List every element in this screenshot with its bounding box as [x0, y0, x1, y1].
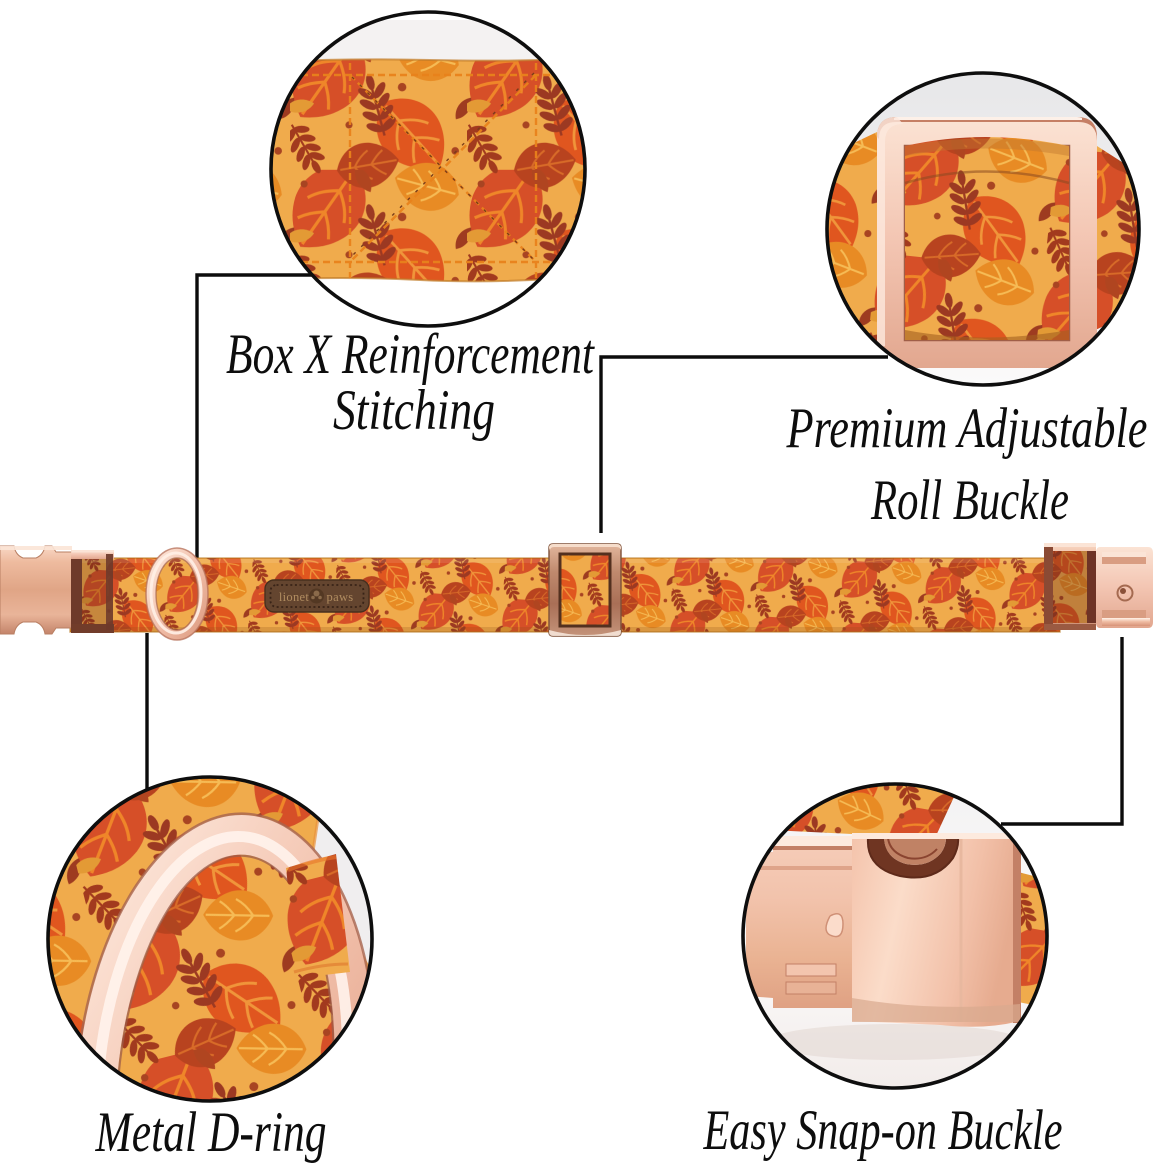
svg-text:lionet: lionet	[279, 590, 309, 604]
svg-text:Box X Reinforcement: Box X Reinforcement	[226, 323, 595, 386]
svg-text:Stitching: Stitching	[333, 379, 495, 442]
svg-text:Easy Snap-on Buckle: Easy Snap-on Buckle	[703, 1099, 1063, 1162]
svg-text:Premium Adjustable: Premium Adjustable	[786, 397, 1148, 460]
svg-text:Metal D-ring: Metal D-ring	[95, 1101, 327, 1164]
svg-text:Roll Buckle: Roll Buckle	[870, 469, 1069, 532]
svg-text:paws: paws	[327, 590, 354, 604]
